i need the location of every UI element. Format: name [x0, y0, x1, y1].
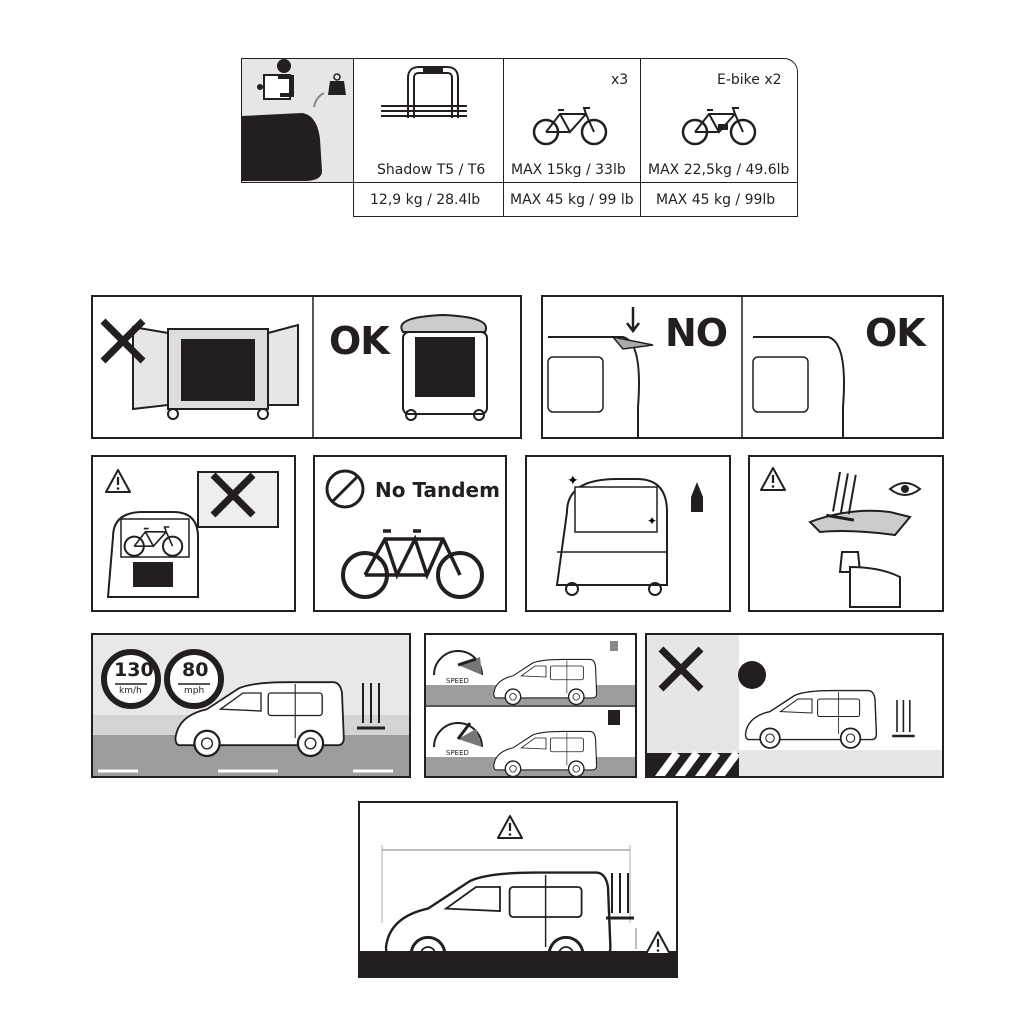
- heavy-weight-icon: [608, 710, 620, 725]
- bike-count: x3: [611, 72, 629, 88]
- van-rear-clean-illustration: ✦✦: [555, 473, 703, 596]
- spray-bottle-icon: [691, 482, 703, 512]
- open-doors-illustration: [93, 297, 488, 437]
- rack-icon: [891, 698, 916, 738]
- speed-label-top: SPEED: [446, 677, 469, 685]
- warning-icon: [644, 930, 672, 956]
- speed-limit-panel: 130 km/h 80 mph: [91, 633, 411, 778]
- load-speed-panel: SPEED SPEED: [424, 633, 637, 778]
- ebike-max-each: MAX 22,5kg / 49.6lb: [648, 162, 790, 178]
- prohibited-icon: [325, 469, 365, 509]
- ebike-max-total: MAX 45 kg / 99lb: [656, 192, 776, 208]
- bike-max-total: MAX 45 kg / 99 lb: [510, 192, 634, 208]
- clean-vehicle-panel: ✦✦: [525, 455, 731, 612]
- no-tandem-panel: No Tandem: [313, 455, 507, 612]
- speedometer-high-icon: [433, 722, 483, 748]
- spoiler-illustration: [547, 297, 845, 437]
- bike-max-each: MAX 15kg / 33lb: [511, 162, 626, 178]
- mph-unit: mph: [184, 686, 205, 696]
- tandem-bike-icon: [341, 529, 484, 599]
- spec-table: Shadow T5 / T6 12,9 kg / 28.4lb x3 MAX 1…: [241, 58, 798, 217]
- spoiler-panel: NO OK: [541, 295, 944, 439]
- speed-sign-kmh: [101, 649, 161, 709]
- product-name: Shadow T5 / T6: [377, 162, 486, 178]
- warning-icon: [496, 814, 524, 840]
- light-weight-icon: [610, 641, 618, 651]
- van-icon: [744, 689, 878, 749]
- speed-label-bottom: SPEED: [446, 749, 469, 757]
- bike-icon: [532, 106, 608, 146]
- arrow-down-icon: [626, 307, 640, 334]
- kmh-unit: km/h: [119, 686, 142, 696]
- read-manual-icon: [242, 59, 346, 181]
- svg-text:✦: ✦: [647, 514, 657, 528]
- no-label: NO: [665, 311, 728, 355]
- check-rack-panel: [748, 455, 944, 612]
- van-icon: [493, 658, 598, 706]
- speedometer-low-icon: [433, 650, 483, 676]
- wash-brush-icon: [738, 661, 766, 689]
- kmh-value: 130: [114, 659, 154, 681]
- ebike-count: E-bike x2: [717, 72, 782, 88]
- ok-label: OK: [865, 311, 926, 355]
- ok-label: OK: [329, 319, 390, 363]
- rack-icon: [381, 66, 467, 118]
- warning-icon: [759, 466, 787, 492]
- car-weight-illustration: [241, 58, 353, 183]
- warning-icon: [104, 468, 132, 494]
- clearance-panel: [358, 801, 678, 978]
- product-weight: 12,9 kg / 28.4lb: [370, 192, 481, 208]
- svg-text:✦: ✦: [567, 473, 579, 489]
- car-wash-panel: [645, 633, 944, 778]
- mph-value: 80: [182, 659, 209, 681]
- no-tandem-label: No Tandem: [375, 478, 500, 502]
- doors-panel: OK: [91, 295, 522, 439]
- speed-sign-mph: [164, 649, 224, 709]
- eye-icon: [888, 482, 922, 496]
- van-icon: [493, 730, 598, 776]
- rear-window-panel: [91, 455, 296, 612]
